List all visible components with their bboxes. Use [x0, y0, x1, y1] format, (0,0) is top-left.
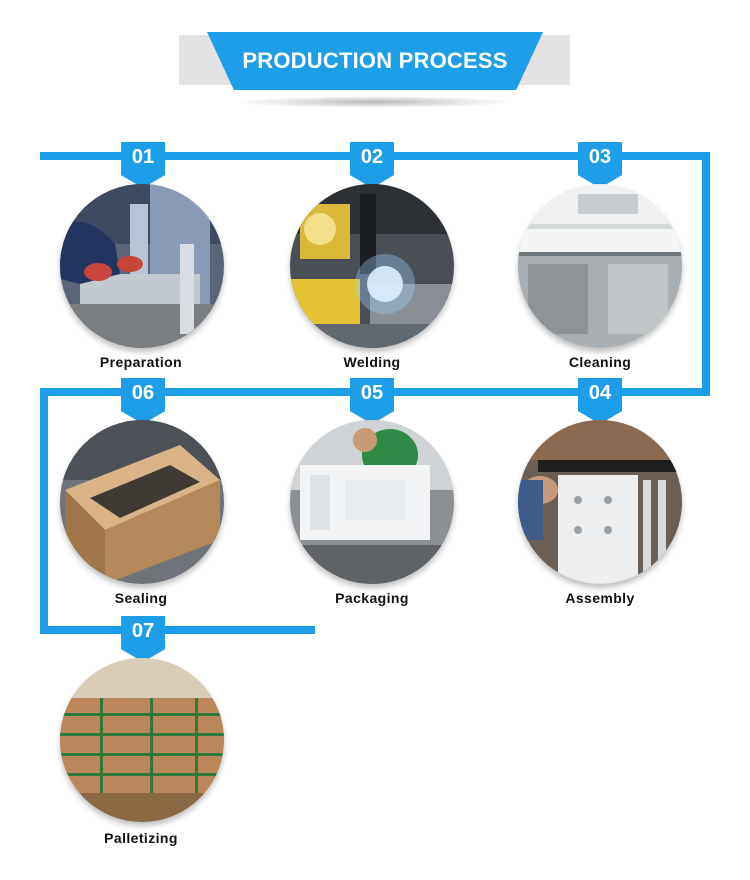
step-label-palletizing: Palletizing	[104, 830, 178, 846]
header-banner	[207, 32, 543, 90]
step-number-06: 06	[131, 382, 155, 404]
step-number-04: 04	[588, 382, 612, 404]
step-photo-welding	[290, 184, 454, 348]
header-shadow	[235, 96, 515, 108]
flow-line-row3	[40, 626, 315, 634]
step-photo-assembly	[518, 420, 682, 584]
step-label-sealing: Sealing	[114, 590, 168, 606]
flow-line-right-connector	[702, 152, 710, 396]
step-number-01: 01	[131, 146, 155, 168]
step-photo-cleaning	[518, 184, 682, 348]
step-photo-packaging	[290, 420, 454, 584]
step-photo-preparation	[60, 184, 224, 348]
step-photo-sealing	[60, 420, 224, 584]
step-label-welding: Welding	[343, 354, 401, 370]
flow-line-left-connector	[40, 388, 48, 634]
step-photo-palletizing	[60, 658, 224, 822]
step-number-07: 07	[131, 620, 155, 642]
step-number-03: 03	[588, 146, 612, 168]
step-number-05: 05	[360, 382, 384, 404]
step-number-02: 02	[360, 146, 384, 168]
step-label-packaging: Packaging	[335, 590, 409, 606]
step-label-assembly: Assembly	[565, 590, 635, 606]
step-label-cleaning: Cleaning	[568, 354, 632, 370]
step-label-preparation: Preparation	[99, 354, 183, 370]
page-title: PRODUCTION PROCESS	[242, 48, 508, 73]
